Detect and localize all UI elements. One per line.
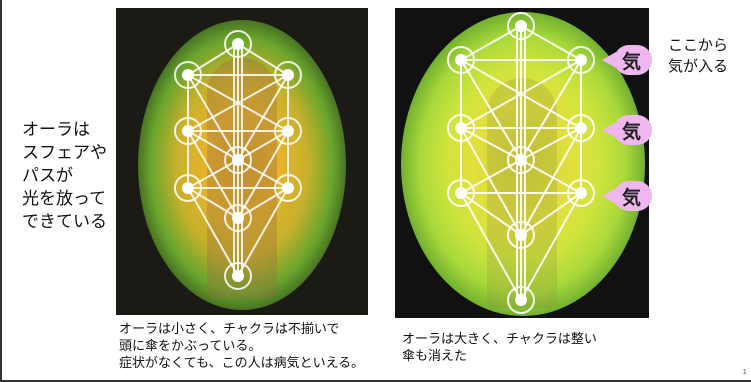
- caption-after: オーラは大きく、チャクラは整い 傘も消えた: [402, 331, 597, 365]
- note-line: オーラは: [22, 119, 107, 142]
- note-line: 光を放って: [22, 188, 107, 211]
- caption-line: 頭に傘をかぶっている。: [119, 338, 364, 355]
- ki-callout: 気: [602, 115, 646, 145]
- note-line: スフェアや: [22, 142, 107, 165]
- ki-callout: 気: [602, 45, 646, 75]
- note-line: ここから: [668, 35, 728, 56]
- ki-label-text: 気: [622, 117, 641, 144]
- note-line: パスが: [22, 165, 107, 188]
- ki-callout: 気: [602, 181, 646, 211]
- aura-explanation-note: オーラは スフェアや パスが 光を放って できている: [22, 119, 107, 234]
- aura-image-before: [116, 8, 368, 315]
- caption-before: オーラは小さく、チャクラは不揃いで 頭に傘をかぶっている。 症状がなくても、この…: [119, 321, 364, 372]
- ki-entry-note: ここから 気が入る: [668, 35, 728, 77]
- tree-of-life-diagram: [116, 8, 368, 315]
- page-number: 1: [743, 368, 747, 376]
- caption-line: 症状がなくても、この人は病気といえる。: [119, 355, 364, 372]
- caption-line: オーラは小さく、チャクラは不揃いで: [119, 321, 364, 338]
- ki-label-text: 気: [622, 183, 641, 210]
- caption-line: 傘も消えた: [402, 348, 597, 365]
- ki-label-text: 気: [622, 47, 641, 74]
- note-line: できている: [22, 211, 107, 234]
- note-line: 気が入る: [668, 56, 728, 77]
- caption-line: オーラは大きく、チャクラは整い: [402, 331, 597, 348]
